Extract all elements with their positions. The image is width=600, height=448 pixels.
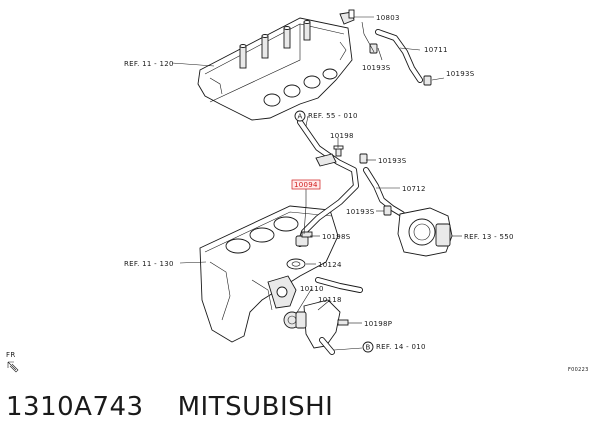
caption-brand: MITSUBISHI	[177, 392, 334, 422]
label-10118[interactable]: 10118	[318, 296, 342, 304]
cylinder-head	[197, 17, 353, 121]
leader-lines	[171, 16, 462, 351]
clamp-10193s-upper	[369, 43, 432, 86]
label-ref-11-120[interactable]: REF. 11 - 120	[124, 60, 174, 68]
front-direction-marker: FR	[6, 351, 19, 373]
ref-callout-a[interactable]: A REF. 55 - 010	[294, 110, 358, 122]
part-caption: 1310A743 MITSUBISHI	[6, 392, 333, 422]
label-10193s-a[interactable]: 10193S	[362, 64, 391, 72]
label-10198[interactable]: 10198	[330, 132, 354, 140]
hose-10711	[375, 29, 423, 83]
gasket-10124	[286, 258, 306, 270]
label-10110[interactable]: 10110	[300, 285, 324, 293]
fr-label: FR	[6, 351, 16, 359]
throttle-body	[397, 207, 453, 257]
label-10193s-c[interactable]: 10193S	[378, 157, 407, 165]
label-ref-55-010[interactable]: REF. 55 - 010	[308, 112, 358, 120]
bolt-10198	[333, 145, 344, 157]
thermostat-housing-10118	[295, 299, 341, 355]
caption-part-number: 1310A743	[6, 392, 144, 422]
circle-a-letter: A	[298, 113, 303, 121]
clamp-10193s-lower	[383, 205, 392, 216]
plug-10198p	[337, 319, 349, 326]
fr-arrow-icon	[7, 361, 19, 373]
label-ref-11-130[interactable]: REF. 11 - 130	[124, 260, 174, 268]
label-10712[interactable]: 10712	[402, 185, 426, 193]
bolt-10198s	[301, 231, 313, 238]
label-10198s[interactable]: 10198S	[322, 233, 351, 241]
label-ref-14-010[interactable]: REF. 14 - 010	[376, 343, 426, 351]
label-10198p[interactable]: 10198P	[364, 320, 392, 328]
label-10711[interactable]: 10711	[424, 46, 448, 54]
parts-diagram: 10803 10711 10193S 10193S REF. 11 - 120 …	[6, 9, 589, 373]
label-10803[interactable]: 10803	[376, 14, 400, 22]
clamp-10193s-mid	[359, 153, 368, 164]
hose-10712	[363, 167, 405, 217]
water-pipe-10094[interactable]	[295, 119, 359, 247]
sensor-10803	[339, 9, 355, 25]
label-ref-13-550[interactable]: REF. 13 - 550	[464, 233, 514, 241]
label-10094-highlighted[interactable]: 10094	[291, 179, 321, 190]
label-10124[interactable]: 10124	[318, 261, 342, 269]
label-10193s-b[interactable]: 10193S	[446, 70, 475, 78]
label-10094: 10094	[294, 181, 318, 189]
ref-callout-b[interactable]: B REF. 14 - 010	[362, 341, 426, 353]
circle-b-letter: B	[366, 344, 371, 352]
label-10193s-d[interactable]: 10193S	[346, 208, 375, 216]
figure-code: F00223	[568, 367, 589, 373]
